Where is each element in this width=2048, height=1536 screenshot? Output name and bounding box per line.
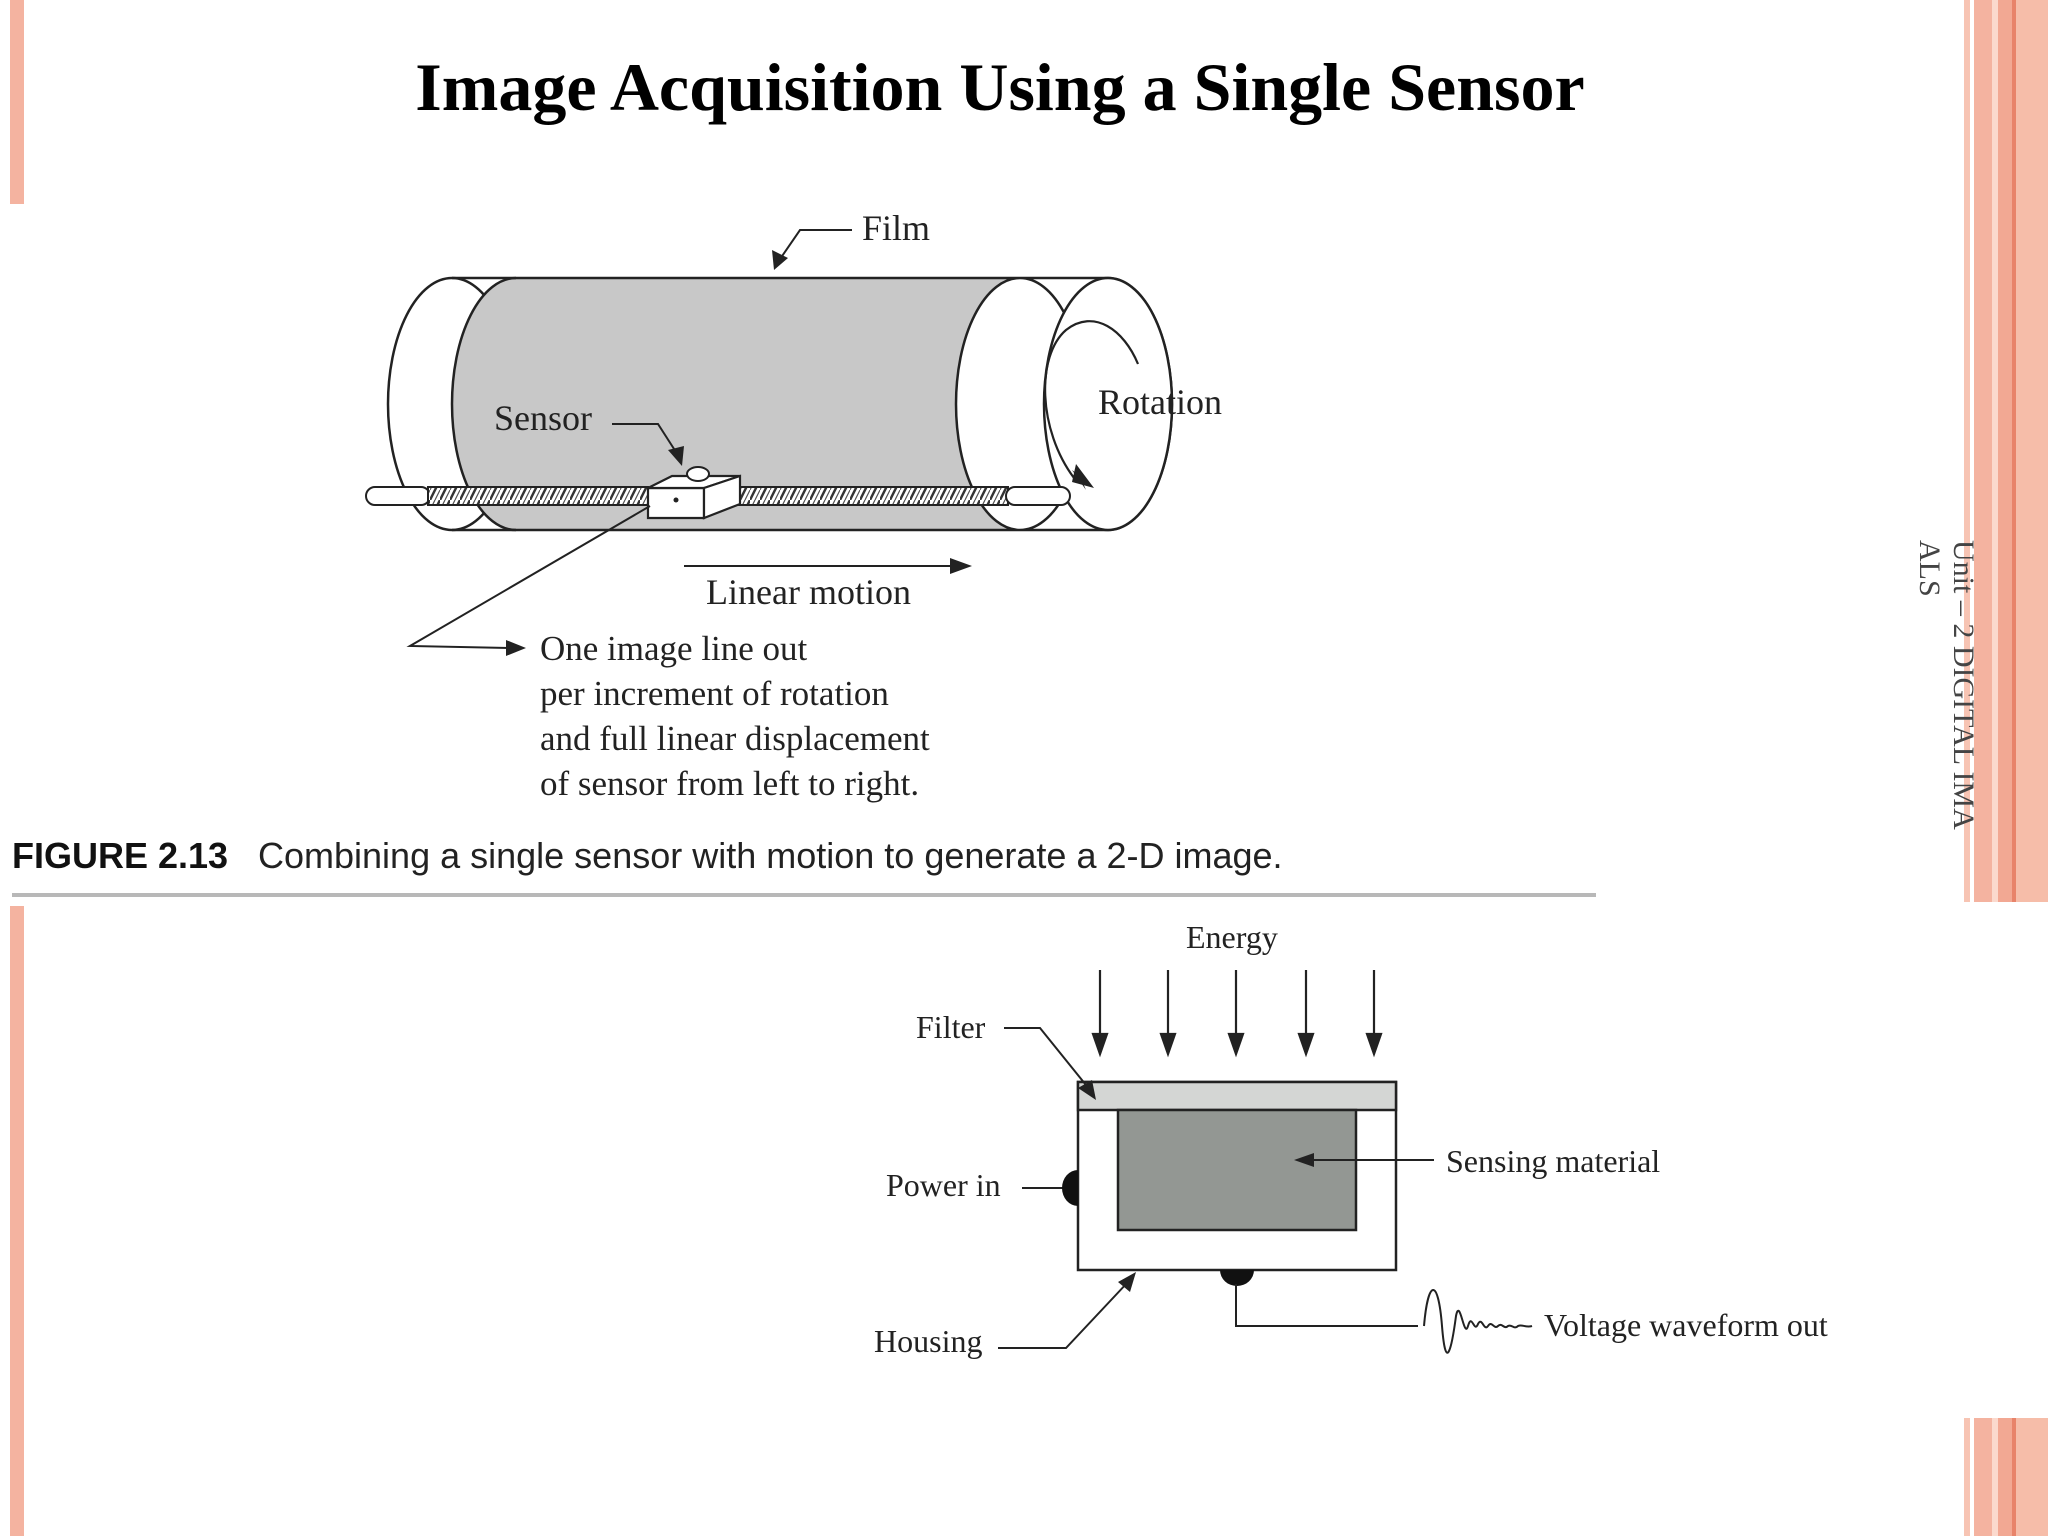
label-housing: Housing xyxy=(874,1323,982,1359)
side-footer-line-2: ALS xyxy=(1913,540,1946,597)
lead-screw-rod-right xyxy=(1005,486,1071,506)
figure-caption-text: Combining a single sensor with motion to… xyxy=(258,835,1283,876)
accent-bar-top-left xyxy=(10,0,24,204)
rotation-arrow xyxy=(1044,320,1140,479)
label-linear-motion: Linear motion xyxy=(706,572,911,612)
slide-title: Image Acquisition Using a Single Sensor xyxy=(415,49,1585,125)
sensing-material-block xyxy=(1116,1108,1358,1232)
accent-bar-bottom-left xyxy=(10,906,24,1536)
filter-strip xyxy=(1076,1080,1398,1112)
output-description: One image line out per increment of rota… xyxy=(540,629,930,803)
accent-stripes-bottom-right xyxy=(1958,1418,2048,1536)
accent-stripes-top-right xyxy=(1958,0,2048,902)
lead-screw-thread-right xyxy=(717,486,1009,506)
label-power-in: Power in xyxy=(886,1167,1001,1203)
label-sensing-material: Sensing material xyxy=(1446,1143,1660,1179)
side-footer-text: Unit – 2 DIGITAL IMA ALS xyxy=(1912,540,1980,900)
single-sensor-diagram: Energy Filter Sensing material Power in … xyxy=(874,919,1828,1359)
label-film: Film xyxy=(862,208,930,248)
label-filter: Filter xyxy=(916,1009,986,1045)
figure-2-13-drum-scanner: Film Sensor Rotation Linear motion One i… xyxy=(12,208,1596,897)
sensor-element xyxy=(686,466,710,482)
film-pointer-line xyxy=(777,229,852,263)
side-footer-line-1: Unit – 2 DIGITAL IMA xyxy=(1947,540,1980,830)
output-pointer-lines xyxy=(406,505,651,649)
output-line-3: and full linear displacement xyxy=(540,719,930,758)
power-in-connector xyxy=(1062,1170,1078,1206)
output-line-4: of sensor from left to right. xyxy=(540,764,919,803)
output-line-1: One image line out xyxy=(540,629,808,668)
lead-screw-rod-left xyxy=(365,486,431,506)
label-rotation: Rotation xyxy=(1098,382,1222,422)
lead-screw-thread-left xyxy=(427,486,649,506)
label-energy: Energy xyxy=(1186,919,1278,955)
output-line-2: per increment of rotation xyxy=(540,674,889,713)
label-sensor: Sensor xyxy=(494,398,592,438)
energy-arrows xyxy=(1091,970,1383,1058)
sensor-carriage xyxy=(646,466,742,520)
voltage-out-connector xyxy=(1220,1270,1254,1286)
figure-caption-number: FIGURE 2.13 xyxy=(12,835,228,876)
label-voltage-waveform-out: Voltage waveform out xyxy=(1544,1307,1828,1343)
voltage-waveform xyxy=(1423,1289,1533,1354)
